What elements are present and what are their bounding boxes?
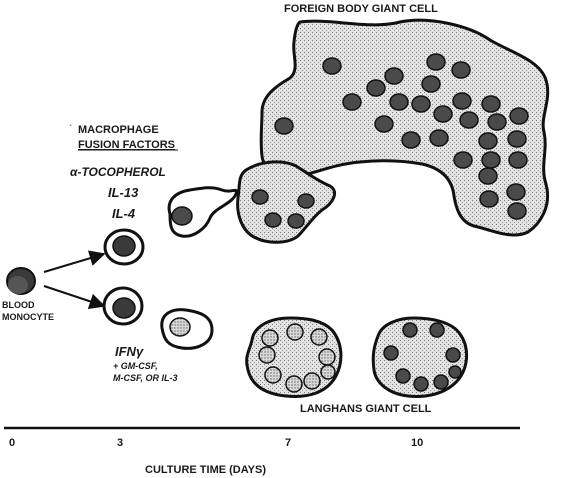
il13-label: IL-13 bbox=[108, 185, 139, 200]
m-csf-label: M-CSF, OR IL-3 bbox=[113, 373, 178, 383]
foreign-body-label: FOREIGN BODY GIANT CELL bbox=[284, 3, 438, 15]
blood-label: BLOOD bbox=[2, 300, 35, 310]
gm-csf-label: + GM-CSF, bbox=[113, 361, 158, 371]
stray-mark: ` bbox=[69, 123, 72, 135]
day10-giant-cell bbox=[371, 316, 468, 398]
axis-title: CULTURE TIME (DAYS) bbox=[145, 464, 266, 476]
tick-label-3: 3 bbox=[117, 437, 123, 449]
monocyte-label: MONOCYTE bbox=[2, 312, 54, 322]
day3-macrophage-lower bbox=[102, 286, 144, 326]
arrow-to-ifn-macrophage bbox=[43, 285, 106, 310]
elongated-macrophage bbox=[167, 186, 238, 238]
day7-multinucleated-cell bbox=[236, 160, 336, 244]
arrow-to-fusion-macrophage bbox=[43, 250, 106, 273]
tick-label-7: 7 bbox=[285, 437, 291, 449]
foreign-body-giant-cell bbox=[259, 18, 550, 237]
blood-monocyte bbox=[6, 267, 36, 295]
macrophage-label: MACROPHAGE bbox=[78, 124, 159, 136]
alpha-tocopherol-label: α-TOCOPHEROL bbox=[70, 165, 166, 179]
ifn-label: IFNγ bbox=[115, 344, 144, 359]
il4-label: IL-4 bbox=[112, 206, 136, 221]
tick-label-10: 10 bbox=[411, 437, 423, 449]
langhans-label: LANGHANS GIANT CELL bbox=[300, 403, 432, 415]
day3-macrophage-upper bbox=[103, 228, 145, 266]
langhans-giant-cell bbox=[245, 316, 343, 398]
tick-label-0: 0 bbox=[9, 437, 15, 449]
light-nucleus-macrophage bbox=[160, 308, 214, 350]
fusion-factors-label: FUSION FACTORS bbox=[78, 139, 175, 151]
